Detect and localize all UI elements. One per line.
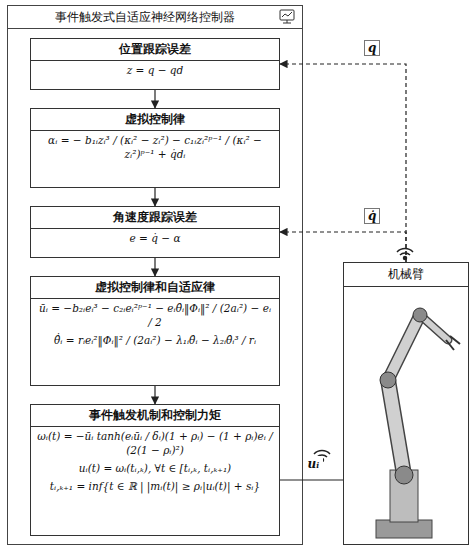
flow-arrow [280, 479, 343, 480]
signal-label: q [364, 40, 380, 56]
frame-title: 事件触发式自适应神经网络控制器 [8, 6, 302, 29]
robot-joint [380, 372, 396, 388]
process-box: 位置跟踪误差z = q − qd [30, 38, 280, 90]
box-heading: 角速度跟踪误差 [31, 207, 279, 229]
box-heading: 事件触发机制和控制力矩 [31, 405, 279, 427]
monitor-screen [280, 10, 294, 20]
formula-text: ūᵢ = −b₂ᵢeᵢ³ − c₂ᵢeᵢ²ᵖ⁻¹ − eᵢθ̂ᵢ‖Φᵢ‖² / … [31, 299, 279, 331]
wifi-symbol [397, 249, 413, 260]
feedback-arrow [280, 232, 406, 262]
robot-gripper [446, 336, 460, 350]
formula-text: z = q − qd [31, 61, 279, 79]
robot-joint [413, 308, 427, 322]
robot-link [388, 380, 404, 475]
signal-label: uᵢ [304, 456, 324, 472]
robot-arm-illustration [376, 308, 460, 538]
robot-link [388, 315, 420, 380]
process-box: 虚拟控制律和自适应律ūᵢ = −b₂ᵢeᵢ³ − c₂ᵢeᵢ²ᵖ⁻¹ − eᵢθ… [30, 276, 280, 386]
formula-text: e = q̇ − α [31, 229, 279, 247]
formula-text: uᵢ(t) = ωᵢ(tᵢ,ₖ), ∀t ∈ [tᵢ,ₖ, tᵢ,ₖ₊₁) [31, 459, 279, 477]
monitor-base [283, 23, 291, 24]
flow-arrow [154, 258, 155, 276]
box-heading: 位置跟踪误差 [31, 39, 279, 61]
box-heading: 虚拟控制律 [31, 109, 279, 131]
wifi-arc [400, 253, 410, 255]
process-box: 事件触发机制和控制力矩ωᵢ(t) = −ūᵢ tanh(eᵢūᵢ / δᵢ)(1… [30, 404, 280, 536]
signal-label: q̇ [364, 208, 380, 224]
monitor-icon [280, 10, 294, 23]
robot-joint [395, 466, 413, 484]
flow-arrow [154, 386, 155, 404]
process-box: 虚拟控制律αᵢ = − b₁ᵢzᵢ³ / (κᵢ² − zᵢ²) − c₁ᵢzᵢ… [30, 108, 280, 188]
feedback-arrow [280, 64, 406, 262]
robot-label: 机械臂 [344, 263, 468, 287]
robot-link-outline [388, 315, 420, 380]
formula-text: αᵢ = − b₁ᵢzᵢ³ / (κᵢ² − zᵢ²) − c₁ᵢzᵢ²ᵖ⁻¹ … [31, 131, 279, 163]
formula-text: ωᵢ(t) = −ūᵢ tanh(eᵢūᵢ / δᵢ)(1 + ρᵢ) − (1… [31, 427, 279, 459]
wifi-arc [314, 451, 330, 454]
wifi-arc [397, 249, 413, 252]
formula-text: θ̂̇ᵢ = rᵢeᵢ²‖Φᵢ‖² / (2aᵢ²) − λ₁ᵢθ̂ᵢ − λ₂… [31, 331, 279, 349]
robot-base [376, 520, 432, 538]
formula-text: tᵢ,ₖ₊₁ = inf{t ∈ ℝ | |mᵢ(t)| ≥ ρᵢ|uᵢ(t)|… [31, 477, 279, 495]
flow-arrow [154, 188, 155, 206]
flow-arrow [154, 90, 155, 108]
monitor-graph [282, 12, 292, 17]
robot-link-outline [388, 380, 404, 475]
process-box: 角速度跟踪误差e = q̇ − α [30, 206, 280, 258]
box-heading: 虚拟控制律和自适应律 [31, 277, 279, 299]
